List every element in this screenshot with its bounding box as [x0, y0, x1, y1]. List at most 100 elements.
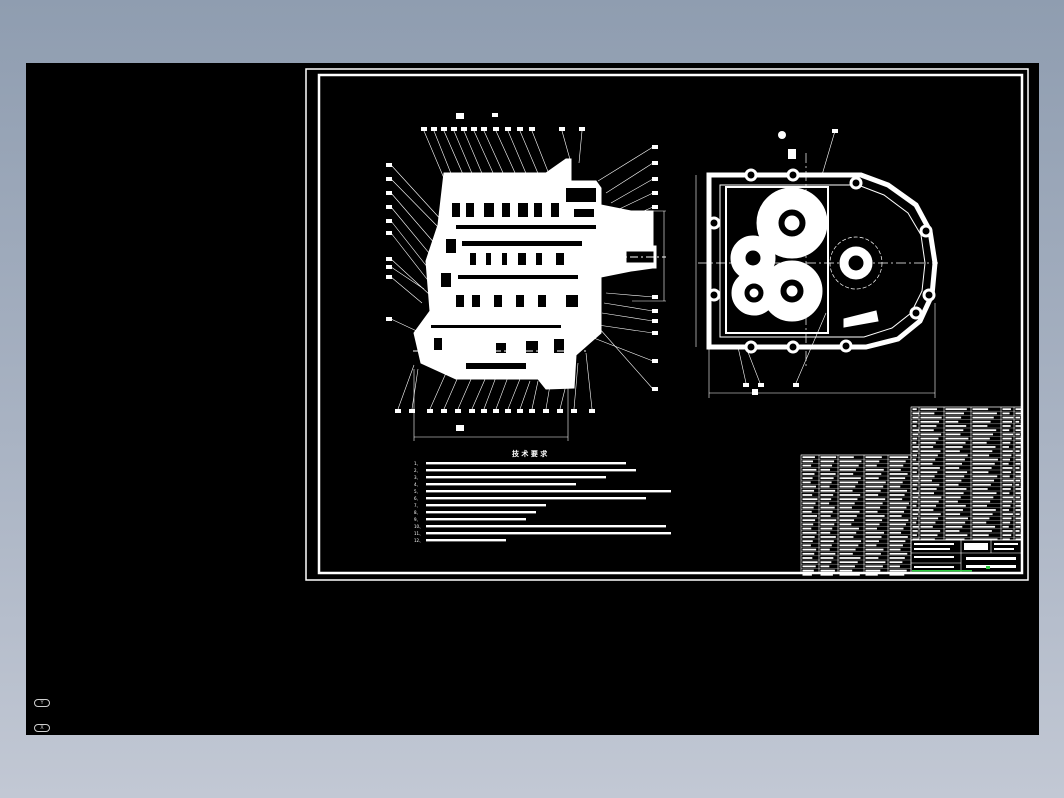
table-cell-text	[820, 460, 835, 463]
table-cell-text	[820, 561, 832, 564]
table-cell-text	[865, 464, 877, 467]
table-cell-text	[1015, 433, 1020, 436]
table-cell-text	[920, 483, 940, 486]
output-shaft	[413, 245, 666, 352]
table-cell-text	[972, 530, 992, 532]
table-cell-text	[1015, 479, 1021, 482]
table-cell-text	[972, 492, 997, 495]
table-cell-text	[945, 441, 966, 444]
table-cell-text	[820, 527, 833, 530]
table-cell-text	[889, 531, 902, 534]
table-cell-text	[1015, 462, 1021, 465]
table-cell-text	[889, 540, 906, 543]
table-cell-text	[920, 500, 939, 503]
table-cell-text	[945, 496, 961, 499]
table-cell-text	[1015, 467, 1020, 469]
table-cell-text	[820, 456, 837, 459]
table-cell-text	[972, 437, 990, 440]
table-cell-text	[972, 416, 994, 419]
table-cell-text	[839, 548, 856, 551]
table-cell-text	[920, 454, 938, 457]
table-cell-text	[865, 460, 880, 463]
table-cell-text	[972, 483, 991, 486]
table-cell-text	[865, 489, 881, 492]
ucs-icon: X	[34, 724, 50, 732]
table-cell-text	[889, 565, 900, 568]
table-cell-text	[802, 494, 813, 496]
note-line: 5、	[414, 489, 421, 494]
table-cell-text	[865, 527, 877, 530]
table-cell-text	[839, 506, 852, 509]
table-cell-text	[945, 446, 963, 448]
table-cell-text	[920, 504, 937, 507]
table-cell-text	[802, 510, 812, 513]
table-cell-text	[920, 513, 941, 516]
table-cell-text	[802, 485, 816, 488]
table-cell-text	[920, 429, 934, 432]
table-cell-text	[865, 552, 881, 555]
table-cell-text	[1002, 479, 1014, 482]
table-cell-text	[802, 548, 817, 551]
table-cell-text	[839, 473, 854, 475]
table-cell-text	[865, 531, 885, 534]
table-cell-text	[920, 420, 940, 423]
table-cell-text	[820, 569, 835, 572]
table-cell-text	[865, 523, 880, 526]
table-cell-text	[920, 437, 939, 440]
table-cell-text	[972, 450, 993, 453]
table-cell-text	[912, 500, 918, 503]
table-cell-text	[1002, 462, 1009, 465]
table-cell-text	[912, 534, 917, 537]
cad-drawing-viewport[interactable]: 技 术 要 求 1、 2、 3、 4、 5、 6、 7、 8、 9、 10、 1…	[26, 63, 1039, 735]
table-cell-text	[912, 504, 917, 507]
note-line: 2、	[414, 468, 421, 473]
table-cell-text	[912, 433, 919, 436]
table-cell-text	[802, 481, 811, 484]
table-cell-text	[802, 477, 813, 480]
table-cell-text	[1002, 513, 1013, 516]
main-view-dimension	[413, 210, 666, 441]
table-cell-text	[1002, 425, 1011, 427]
table-cell-text	[972, 458, 998, 461]
table-cell-text	[920, 450, 941, 453]
table-cell-text	[912, 488, 917, 490]
table-cell-text	[1015, 446, 1021, 448]
table-cell-text	[945, 454, 968, 457]
table-cell-text	[865, 477, 879, 480]
table-cell-text	[945, 534, 968, 537]
table-cell-text	[802, 540, 813, 543]
table-cell-text	[945, 488, 967, 490]
table-cell-text	[1002, 408, 1011, 411]
table-cell-text	[945, 462, 963, 465]
parts-list-rows	[801, 406, 1023, 576]
table-cell-text	[920, 408, 937, 411]
table-cell-text	[972, 446, 996, 448]
table-cell-text	[889, 485, 901, 488]
table-cell-text	[972, 412, 997, 415]
table-cell-text	[945, 458, 965, 461]
table-cell-text	[1015, 416, 1021, 419]
table-cell-text	[802, 552, 815, 555]
table-cell-text	[945, 509, 963, 511]
table-cell-text	[1015, 412, 1021, 415]
table-cell-text	[920, 496, 942, 499]
part-leader-lines	[390, 130, 654, 410]
table-cell-text	[945, 416, 962, 419]
table-cell-text	[865, 573, 878, 576]
table-cell-text	[889, 456, 909, 459]
table-cell-text	[912, 530, 918, 532]
table-cell-text	[972, 475, 998, 478]
table-cell-text	[945, 408, 967, 411]
table-cell-text	[802, 569, 814, 572]
table-cell-text	[1002, 525, 1009, 528]
table-cell-text	[920, 475, 935, 478]
table-cell-text	[889, 473, 908, 475]
table-cell-text	[972, 521, 987, 524]
table-cell-text	[802, 515, 818, 517]
table-cell-text	[1015, 437, 1023, 440]
table-cell-text	[802, 460, 814, 463]
table-cell-text	[839, 573, 860, 576]
parts-list-right	[910, 406, 1023, 541]
table-cell-text	[912, 446, 919, 448]
table-cell-text	[972, 517, 990, 520]
